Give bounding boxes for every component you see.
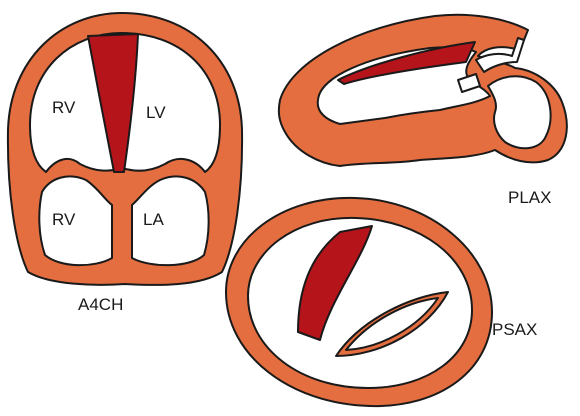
- plax-view: [279, 15, 567, 166]
- plax-caption: PLAX: [508, 188, 551, 207]
- a4ch-label-bottom-left: RV: [52, 210, 76, 229]
- a4ch-caption: A4CH: [78, 295, 123, 314]
- psax-view: [226, 198, 492, 406]
- a4ch-label-bottom-right: LA: [143, 210, 164, 229]
- a4ch-label-top-right: LV: [146, 103, 166, 122]
- a4ch-view: [8, 13, 242, 285]
- a4ch-label-top-left: RV: [52, 98, 76, 117]
- psax-caption: PSAX: [492, 320, 537, 339]
